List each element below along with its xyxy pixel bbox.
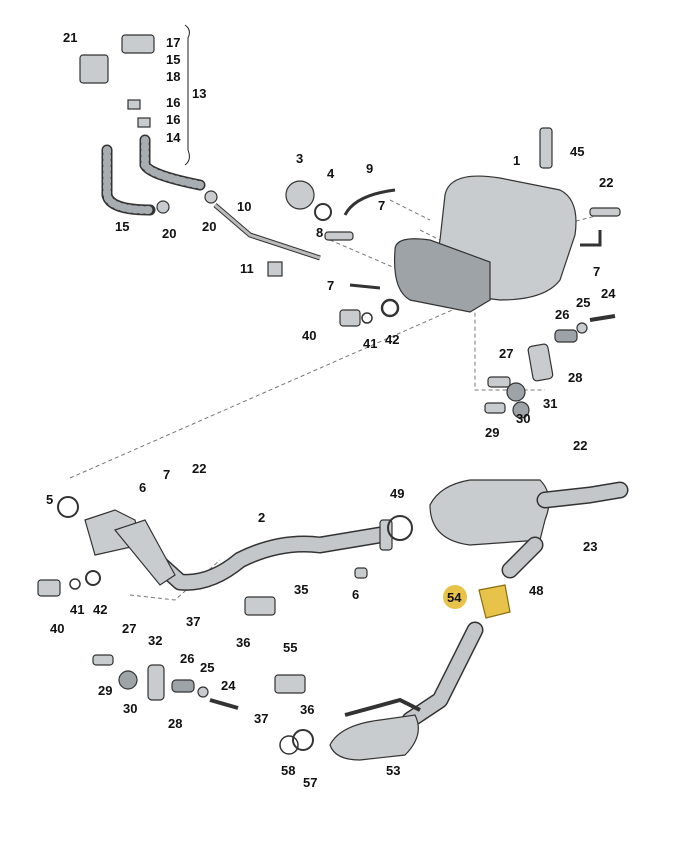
lower-exhaust-assembly bbox=[37, 479, 629, 761]
part-label-41: 41 bbox=[363, 336, 377, 351]
part-label-21: 21 bbox=[63, 30, 77, 45]
part-label-28: 28 bbox=[568, 370, 582, 385]
part-label-20: 20 bbox=[162, 226, 176, 241]
clamp-16a bbox=[127, 99, 141, 110]
part-label-40: 40 bbox=[50, 621, 64, 636]
highlight-marker bbox=[443, 585, 467, 609]
part-label-55: 55 bbox=[283, 640, 297, 655]
part-label-53: 53 bbox=[386, 763, 400, 778]
part-label-49: 49 bbox=[390, 486, 404, 501]
part-label-58: 58 bbox=[281, 763, 295, 778]
part-label-14: 14 bbox=[166, 130, 181, 145]
part-label-32: 32 bbox=[148, 633, 162, 648]
part-label-7: 7 bbox=[593, 264, 600, 279]
part-label-41: 41 bbox=[70, 602, 84, 617]
part-label-13: 13 bbox=[192, 86, 206, 101]
part-label-27: 27 bbox=[122, 621, 136, 636]
part-label-22: 22 bbox=[573, 438, 587, 453]
part-label-15: 15 bbox=[115, 219, 129, 234]
part-label-24: 24 bbox=[221, 678, 236, 693]
part-label-9: 9 bbox=[366, 161, 373, 176]
part-label-22: 22 bbox=[192, 461, 206, 476]
part-label-30: 30 bbox=[516, 411, 530, 426]
part-label-31: 31 bbox=[543, 396, 557, 411]
part-label-8: 8 bbox=[316, 225, 323, 240]
part-label-57: 57 bbox=[303, 775, 317, 790]
part-label-28: 28 bbox=[168, 716, 182, 731]
part-label-7: 7 bbox=[163, 467, 170, 482]
part-label-45: 45 bbox=[570, 144, 584, 159]
pressure-sensor-group bbox=[79, 34, 321, 277]
additive-bottle bbox=[539, 127, 553, 169]
part-label-27: 27 bbox=[499, 346, 513, 361]
part-label-15: 15 bbox=[166, 52, 180, 67]
part-label-1: 1 bbox=[513, 153, 520, 168]
part-label-3: 3 bbox=[296, 151, 303, 166]
part-label-29: 29 bbox=[485, 425, 499, 440]
part-label-6: 6 bbox=[352, 587, 359, 602]
part-label-26: 26 bbox=[555, 307, 569, 322]
part-label-16: 16 bbox=[166, 95, 180, 110]
part-label-36: 36 bbox=[300, 702, 314, 717]
part-label-29: 29 bbox=[98, 683, 112, 698]
part-label-7: 7 bbox=[327, 278, 334, 293]
clamp-54-highlight bbox=[478, 584, 511, 619]
part-label-37: 37 bbox=[254, 711, 268, 726]
part-label-18: 18 bbox=[166, 69, 180, 84]
part-label-42: 42 bbox=[93, 602, 107, 617]
part-label-25: 25 bbox=[200, 660, 214, 675]
part-label-16: 16 bbox=[166, 112, 180, 127]
part-label-2: 2 bbox=[258, 510, 265, 525]
part-label-10: 10 bbox=[237, 199, 251, 214]
part-label-17: 17 bbox=[166, 35, 180, 50]
part-label-5: 5 bbox=[46, 492, 53, 507]
part-label-11: 11 bbox=[240, 261, 254, 276]
part-label-40: 40 bbox=[302, 328, 316, 343]
pressure-sensor bbox=[121, 34, 155, 54]
part-label-20: 20 bbox=[202, 219, 216, 234]
part-label-42: 42 bbox=[385, 332, 399, 347]
part-label-24: 24 bbox=[601, 286, 616, 301]
part-label-6: 6 bbox=[139, 480, 146, 495]
sensor-bracket bbox=[79, 54, 109, 84]
part-label-36: 36 bbox=[236, 635, 250, 650]
part-label-23: 23 bbox=[583, 539, 597, 554]
part-label-26: 26 bbox=[180, 651, 194, 666]
part-label-37: 37 bbox=[186, 614, 200, 629]
part-label-48: 48 bbox=[529, 583, 543, 598]
part-label-22: 22 bbox=[599, 175, 613, 190]
part-label-25: 25 bbox=[576, 295, 590, 310]
part-label-35: 35 bbox=[294, 582, 308, 597]
upper-catalytic-converter bbox=[285, 127, 621, 419]
part-label-30: 30 bbox=[123, 701, 137, 716]
clamp-16b bbox=[137, 117, 151, 128]
part-label-7: 7 bbox=[378, 198, 385, 213]
part-label-4: 4 bbox=[327, 166, 335, 181]
part-label-54: 54 bbox=[447, 590, 462, 605]
